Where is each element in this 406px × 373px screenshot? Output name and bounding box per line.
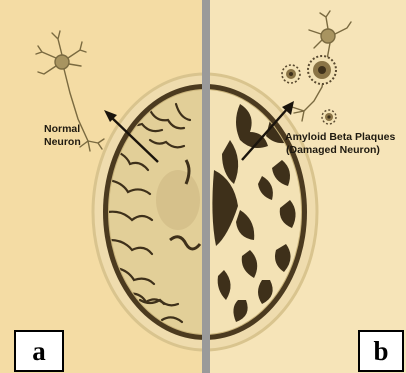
normal-neuron-label-line-1: Normal bbox=[44, 123, 80, 135]
panel-divider bbox=[202, 0, 210, 373]
damaged-neuron-label-line-2: (Damaged Neuron) bbox=[286, 144, 380, 156]
damaged-neuron-label-line-1: Amyloid Beta Plaques bbox=[285, 131, 395, 143]
amyloid-plaque bbox=[308, 56, 336, 84]
panel-b-label: b bbox=[358, 330, 404, 372]
panel-a-label: a bbox=[14, 330, 64, 372]
normal-neuron-label-line-2: Neuron bbox=[44, 136, 81, 148]
amyloid-plaque bbox=[282, 65, 300, 83]
amyloid-plaque bbox=[322, 110, 336, 124]
